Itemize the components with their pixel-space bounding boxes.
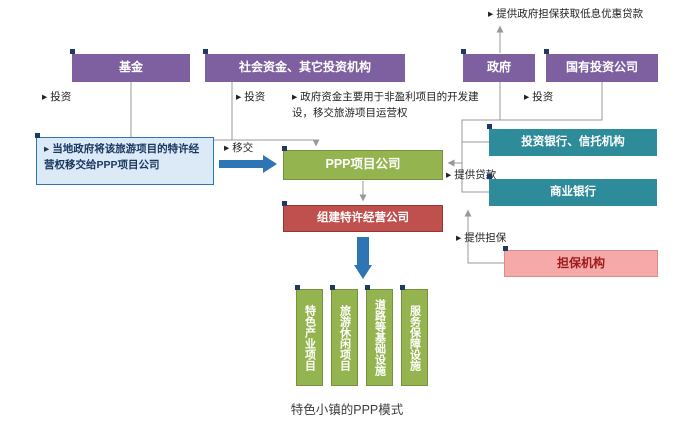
blue-arrows [219, 155, 372, 279]
annotation-invest-gov: ▸ 投资 [524, 91, 554, 103]
diagram-caption: 特色小镇的PPP模式 [290, 403, 404, 417]
node-leisure-project: 旅游休闲项目 [330, 285, 358, 386]
node-state-owned-investor: 国有投资公司 [544, 49, 658, 82]
annotation-provide-guarantee: ▸ 提供担保 [456, 232, 507, 244]
node-investment-bank: 投资银行、信托机构 [487, 124, 657, 156]
node-government: 政府 [461, 49, 535, 82]
annotation-invest-fund: ▸ 投资 [42, 91, 72, 103]
node-ppp-company: PPP项目公司 [282, 146, 443, 180]
node-industry-project: 特色产业项目 [295, 285, 323, 386]
node-commercial-bank: 商业银行 [487, 174, 657, 206]
node-franchise-company: 组建特许经营公司 [282, 201, 443, 232]
annotation-gov-fund-note: ▸ 政府资金主要用于非盈利项目的开发建设，移交旅游项目运营权 [292, 91, 479, 119]
node-social-capital: 社会资金、其它投资机构 [203, 49, 405, 82]
node-infrastructure: 道路等基础设施 [365, 285, 393, 386]
note-franchise-transfer: ▸ 当地政府将该旅游项目的特许经营权移交给PPP项目公司 [35, 133, 214, 185]
node-guarantee-agency: 担保机构 [503, 246, 658, 277]
annotation-invest-social: ▸ 投资 [236, 91, 266, 103]
annotation-transfer: ▸ 移交 [224, 142, 254, 154]
gray-connectors [130, 25, 603, 264]
node-service-facility: 服务保障设施 [400, 285, 428, 386]
annotation-gov-guarantee: ▸ 提供政府担保获取低息优惠贷款 [488, 8, 644, 20]
node-fund: 基金 [70, 49, 190, 82]
annotation-provide-loan: ▸ 提供贷款 [446, 169, 497, 181]
